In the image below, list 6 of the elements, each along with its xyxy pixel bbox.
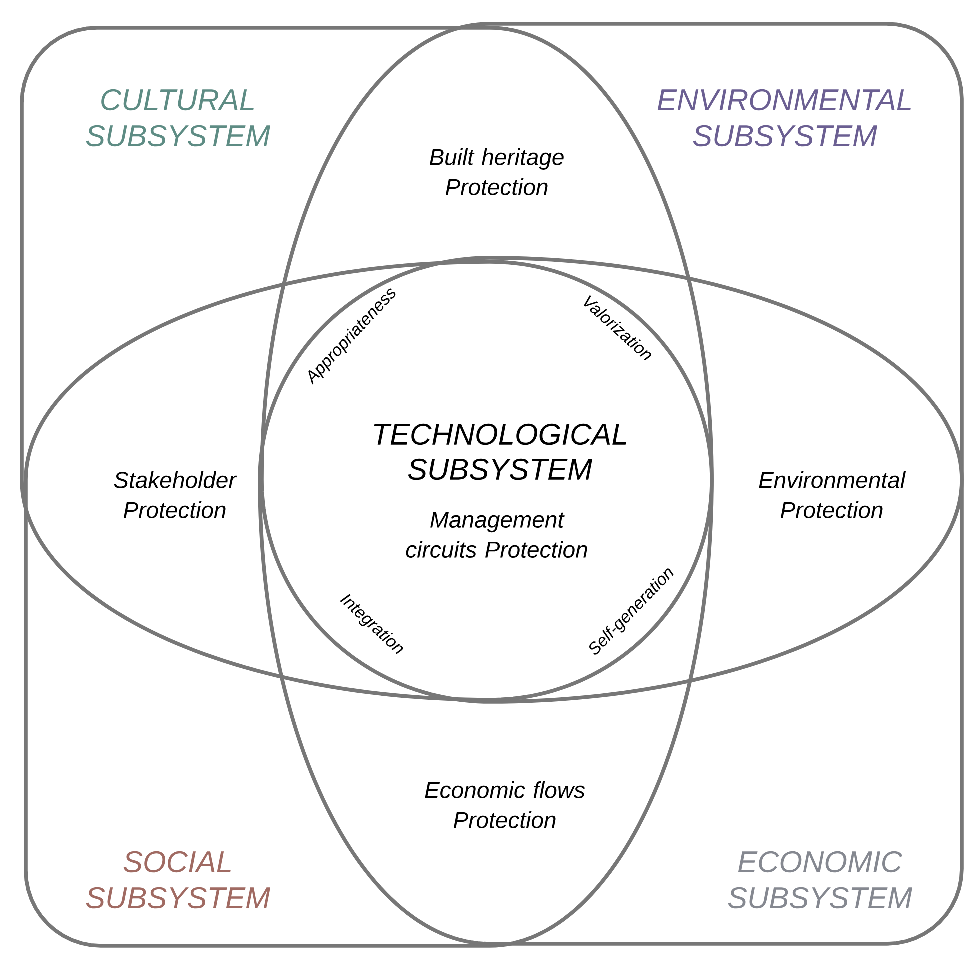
region-label: Economic flows Protection [425,782,586,828]
region-label: Environmental Protection [759,472,906,518]
region-label: Stakeholder Protection [114,472,238,518]
region-label: Built heritage Protection [430,148,564,196]
region-label: TECHNOLOGICAL SUBSYSTEM [374,424,626,480]
region-label: Management circuits Protection [406,512,588,558]
